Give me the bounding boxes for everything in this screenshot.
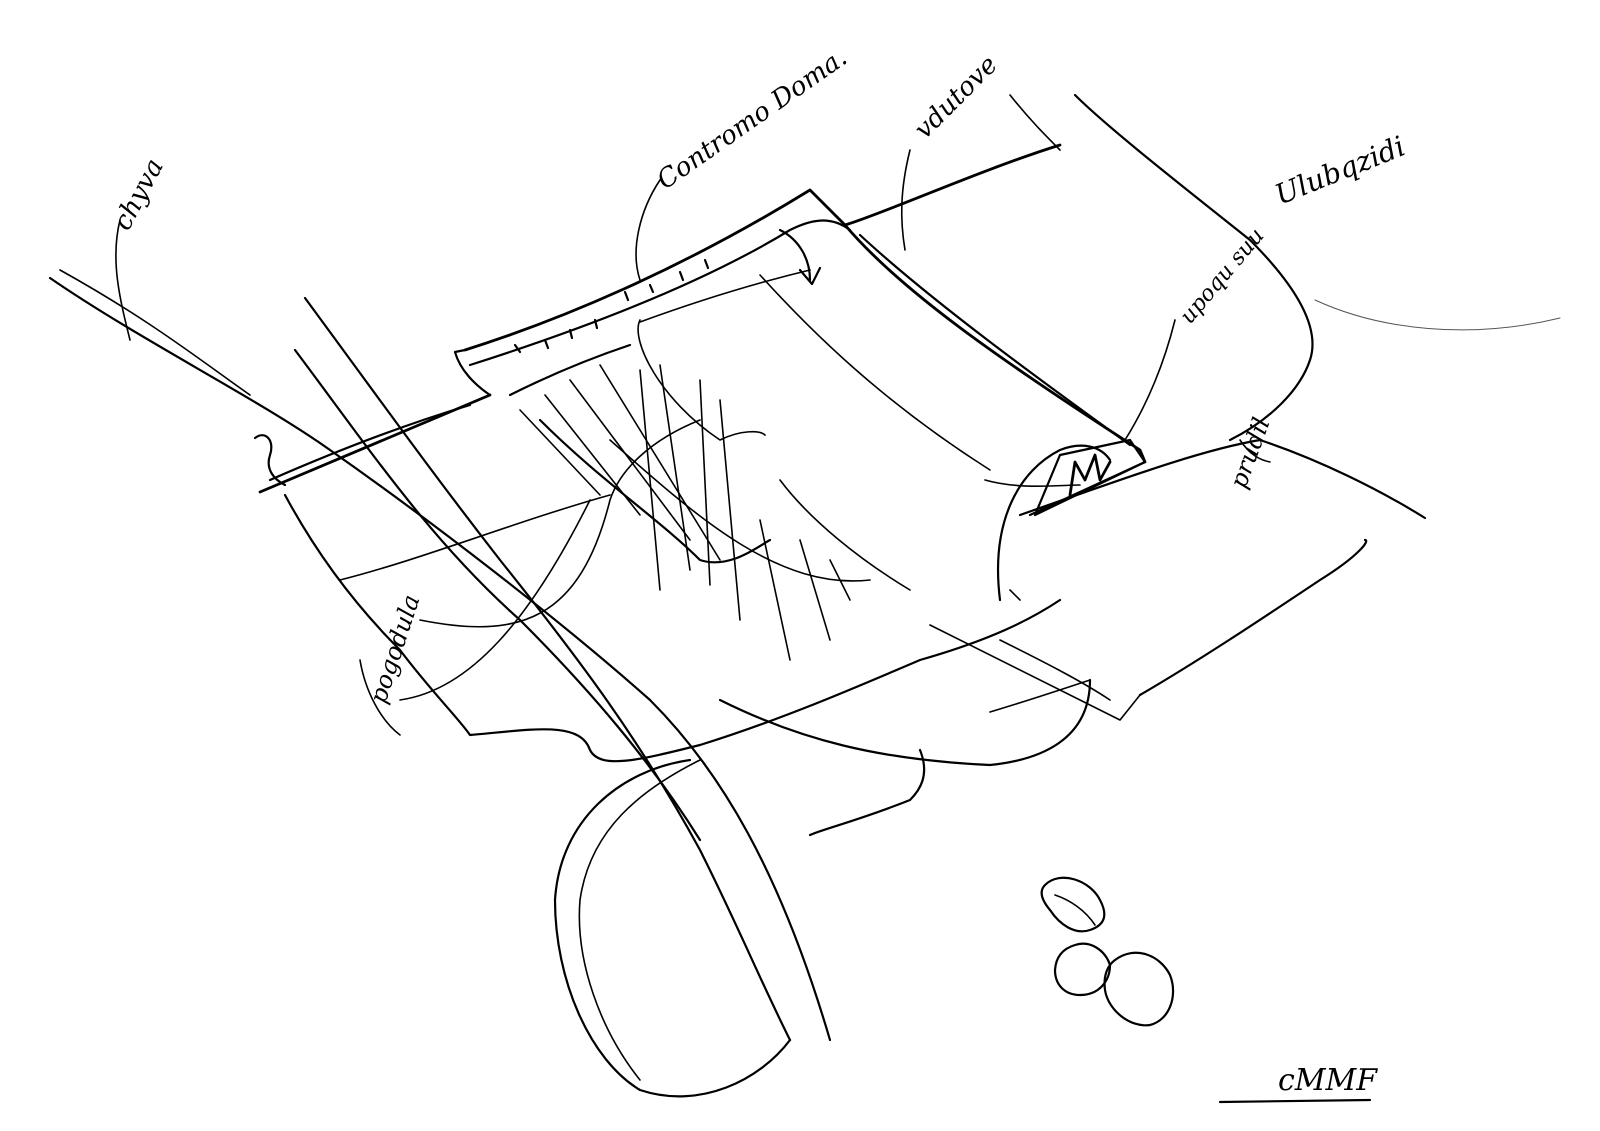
leader-right-mid (1124, 319, 1176, 441)
hatch-7 (699, 379, 711, 586)
hatch-5 (639, 369, 661, 591)
roof-inner-edge (639, 269, 811, 323)
left-swoop-2 (399, 499, 591, 701)
annotation-far-right: Ulubqzidi (1270, 130, 1409, 212)
hatch-2 (544, 394, 641, 516)
ground-right-drop (989, 679, 1091, 713)
large-loop (553, 758, 792, 1098)
right-diagonal-2 (999, 639, 1111, 701)
left-diagonal-line-4 (293, 348, 702, 842)
left-swoop (419, 419, 701, 628)
annotation-center-top: Contromo Doma. (652, 42, 853, 195)
hatch-8 (719, 399, 741, 621)
roof-panel (637, 319, 766, 441)
center-slab-2 (609, 439, 871, 582)
leader-center-top (635, 179, 661, 281)
far-right-faint-curve (1314, 299, 1561, 331)
lower-step (808, 748, 926, 837)
roof-dash-3 (568, 328, 574, 340)
right-loop-curve (996, 444, 1112, 602)
roof-dash-5 (623, 290, 630, 302)
hatch-9 (759, 519, 791, 661)
ground-right-low (1138, 538, 1368, 697)
window-m-mark (1068, 453, 1112, 497)
left-diagonal-line-2 (59, 269, 251, 396)
hatch-3 (569, 379, 691, 541)
signature: cMMF (1278, 1063, 1378, 1098)
left-diagonal-line-3 (303, 296, 792, 1042)
roof-right-inner (858, 233, 1132, 447)
center-slab (759, 274, 991, 471)
roof-front-edge (463, 188, 847, 352)
left-diagonal-line-1 (48, 276, 832, 1042)
annotation-right-mid: upoqu suu (1175, 224, 1269, 329)
facade-hatching (508, 258, 991, 661)
ground-bottom-edge (718, 678, 1092, 767)
glazed-band-top (508, 343, 632, 397)
right-inner-line (984, 479, 1081, 488)
roof-dash-6 (648, 283, 655, 294)
ground-right (1018, 438, 1427, 520)
roof-parapet (468, 219, 852, 367)
right-sweep-curve (1073, 93, 1314, 442)
roof-dash-7 (678, 270, 685, 282)
pebble-2 (1053, 942, 1112, 997)
ground-plane-front (283, 493, 1062, 763)
center-slab-3 (779, 479, 911, 591)
annotation-top-left: chyva (108, 154, 170, 235)
annotation-left-lower: pogodula (364, 591, 425, 707)
left-wall (453, 348, 492, 397)
leader-lines (115, 149, 1372, 1104)
lower-forms (399, 419, 792, 1098)
large-loop-inner (578, 759, 701, 1081)
pebble-1 (1040, 876, 1106, 933)
hatch-1 (519, 409, 601, 496)
roof-dash-1 (513, 343, 522, 354)
hatch-10 (799, 539, 831, 641)
leader-right-top (900, 149, 911, 251)
right-vertical-1 (1009, 589, 1021, 601)
signature-underline (1218, 1098, 1372, 1104)
roof-dash-2 (543, 338, 550, 350)
hatch-4 (599, 364, 721, 561)
annotation-right-lower: prudil (1224, 414, 1275, 492)
pebbles (1040, 876, 1175, 1027)
building-mass (253, 143, 1427, 837)
right-block (929, 438, 1147, 721)
annotations: chyva Contromo Doma. vdutove Ulubqzidi u… (108, 42, 1410, 1098)
annotation-right-top: vdutove (909, 50, 1004, 145)
pebble-3 (1103, 951, 1175, 1027)
left-cantilever-bottom (268, 403, 472, 482)
right-diagonal-1 (929, 624, 1141, 721)
upper-right-sweep (1009, 94, 1061, 151)
leader-right-lower (1239, 439, 1271, 463)
leader-left-lower (359, 659, 401, 736)
cantilever-tip (253, 434, 287, 487)
center-arrow (778, 228, 822, 286)
window-frame (1033, 438, 1147, 517)
left-cantilever-top (258, 393, 492, 494)
roof-dash-4 (593, 318, 599, 330)
roof-dash-8 (703, 258, 710, 270)
leader-top-left (115, 219, 131, 341)
pebble-1-inner (1054, 894, 1096, 926)
context-lines (48, 93, 1561, 1042)
ground-plane-mid (339, 494, 611, 581)
hatch-6 (659, 364, 691, 571)
roof-long-edge (843, 143, 1062, 227)
